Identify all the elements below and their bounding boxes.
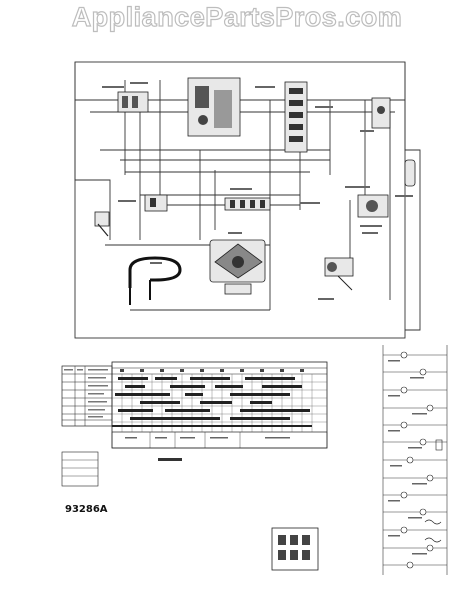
heating-element-icon [128, 256, 182, 305]
door-switch-icon [144, 194, 168, 212]
terminal-block-icon [284, 81, 308, 153]
harness-connector-icon [224, 197, 271, 211]
pictorial-wiring-diagram [74, 61, 421, 339]
timer-icon [187, 77, 241, 137]
watermark-logo: AppliancePartsPros.com [71, 1, 403, 32]
ladder-schematic [382, 345, 448, 575]
thermostat-icon [371, 97, 391, 129]
dispenser-icon [357, 194, 389, 218]
timer-sequence-chart [61, 361, 328, 487]
selector-switch-icon [117, 91, 149, 113]
valve-icon [324, 257, 354, 291]
connector-inset [271, 527, 319, 571]
switch-icon [94, 211, 110, 237]
diagram-code: 93286A [65, 504, 108, 515]
capacitor-icon [404, 159, 416, 187]
motor-icon [209, 239, 266, 295]
